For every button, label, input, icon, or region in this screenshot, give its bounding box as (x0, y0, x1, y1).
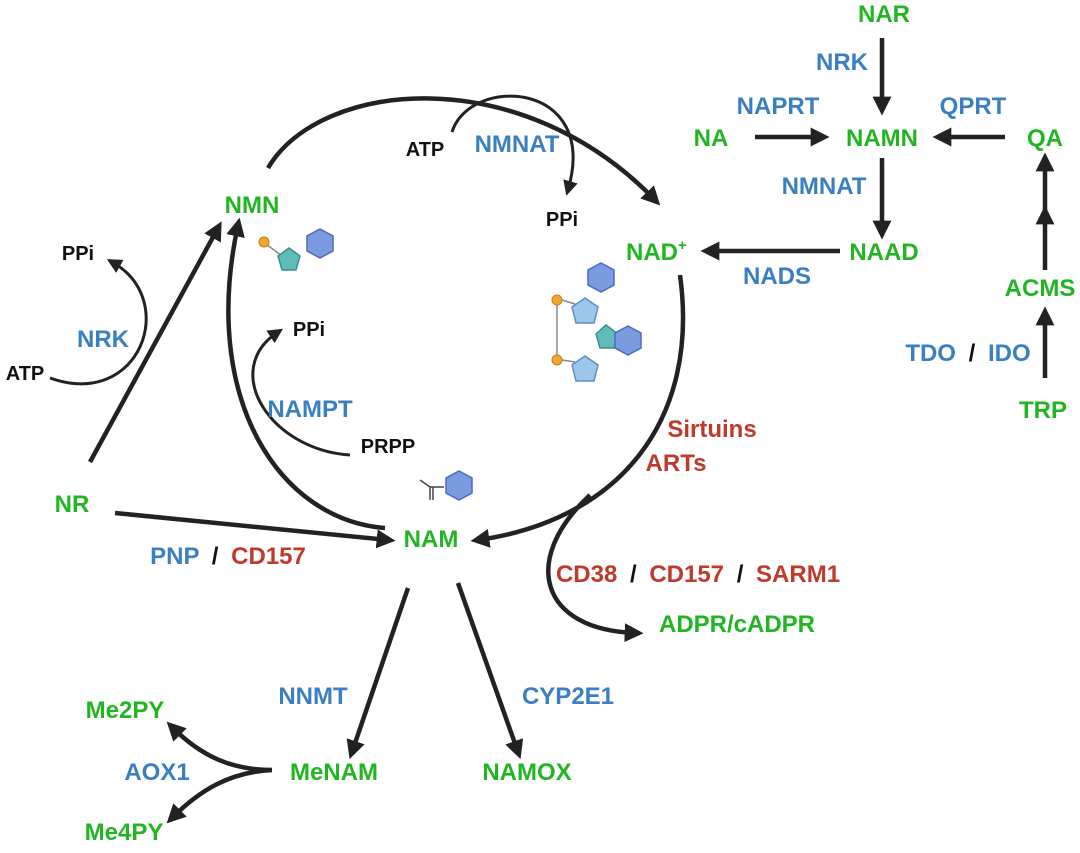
atp-nmnat-label: ATP (406, 139, 445, 161)
cd38-label: CD38 (556, 561, 617, 588)
na-label: NA (694, 125, 729, 152)
nad-name: NAD (626, 239, 678, 266)
arrow-nad-to-nam (470, 274, 686, 548)
nads-label: NADS (743, 263, 811, 290)
pnp-cd157-separator: / (212, 543, 219, 570)
trp-label: TRP (1019, 397, 1067, 424)
pnp-cd157-label: PNP / CD157 (150, 543, 306, 570)
cd157-a-label: CD157 (231, 543, 306, 570)
ppi-nmnat-label: PPi (546, 209, 578, 231)
qprt-label: QPRT (940, 93, 1007, 120)
cd38-separator: / (630, 561, 637, 588)
cd38-cd157-sarm1-label: CD38 / CD157 / SARM1 (556, 561, 840, 588)
arts-label: ARTs (646, 450, 707, 477)
arrow-nam-to-nmn (226, 217, 386, 531)
arrow-nr-to-nmn (88, 221, 222, 464)
menam-label: MeNAM (290, 759, 378, 786)
nrk-left-label: NRK (77, 326, 130, 353)
namn-label: NAMN (846, 125, 918, 152)
acms-label: ACMS (1005, 275, 1076, 302)
prpp-label: PRPP (361, 436, 415, 458)
adpr-label: ADPR/cADPR (659, 611, 815, 638)
arrow-atp-to-ppi-nmnat (450, 94, 578, 196)
aox1-label: AOX1 (124, 759, 189, 786)
tdo-label: TDO (905, 340, 956, 367)
nmnat-right-label: NMNAT (782, 173, 867, 200)
nampt-label: NAMPT (267, 396, 353, 423)
arrow-atp-to-ppi-nrk (49, 259, 148, 386)
naprt-label: NAPRT (737, 93, 820, 120)
arrow-nad-to-adpr (546, 493, 644, 643)
nnmt-label: NNMT (278, 683, 348, 710)
nad-charge: + (678, 237, 687, 254)
arrow-nr-to-nam (114, 510, 396, 549)
cd157-separator: / (737, 561, 744, 588)
nmn-molecule-icon (258, 228, 334, 271)
nam-molecule-icon (419, 470, 473, 501)
ppi-nrk-label: PPi (62, 243, 94, 265)
cyp2e1-label: CYP2E1 (522, 683, 614, 710)
nmn-label: NMN (225, 192, 280, 219)
nr-label: NR (55, 491, 90, 518)
sarm1-label: SARM1 (756, 561, 840, 588)
ido-label: IDO (988, 340, 1031, 367)
arrow-nmn-to-nad (266, 96, 661, 206)
nam-label: NAM (404, 526, 459, 553)
arrow-nam-to-menam (346, 587, 411, 760)
namox-label: NAMOX (482, 759, 571, 786)
naad-label: NAAD (849, 239, 918, 266)
nar-label: NAR (858, 1, 910, 28)
arrow-nam-to-namox (455, 582, 524, 760)
ppi-nampt-label: PPi (293, 319, 325, 341)
arrow-menam-to-me4py (166, 767, 273, 824)
nad-molecule-icon (551, 262, 642, 382)
nad-label: NAD+ (626, 237, 687, 266)
atp-nrk-label: ATP (6, 363, 45, 385)
nrk-top-label: NRK (816, 49, 869, 76)
nmnat-cycle-label: NMNAT (475, 131, 560, 158)
tdo-ido-separator: / (969, 340, 976, 367)
me4py-label: Me4PY (85, 819, 164, 846)
me2py-label: Me2PY (86, 697, 165, 724)
cd157-b-label: CD157 (649, 561, 724, 588)
arrow-prpp-to-ppi-nampt (251, 328, 351, 457)
tdo-ido-label: TDO / IDO (905, 340, 1030, 367)
sirtuins-label: Sirtuins (667, 416, 756, 443)
pnp-label: PNP (150, 543, 199, 570)
qa-label: QA (1027, 125, 1063, 152)
